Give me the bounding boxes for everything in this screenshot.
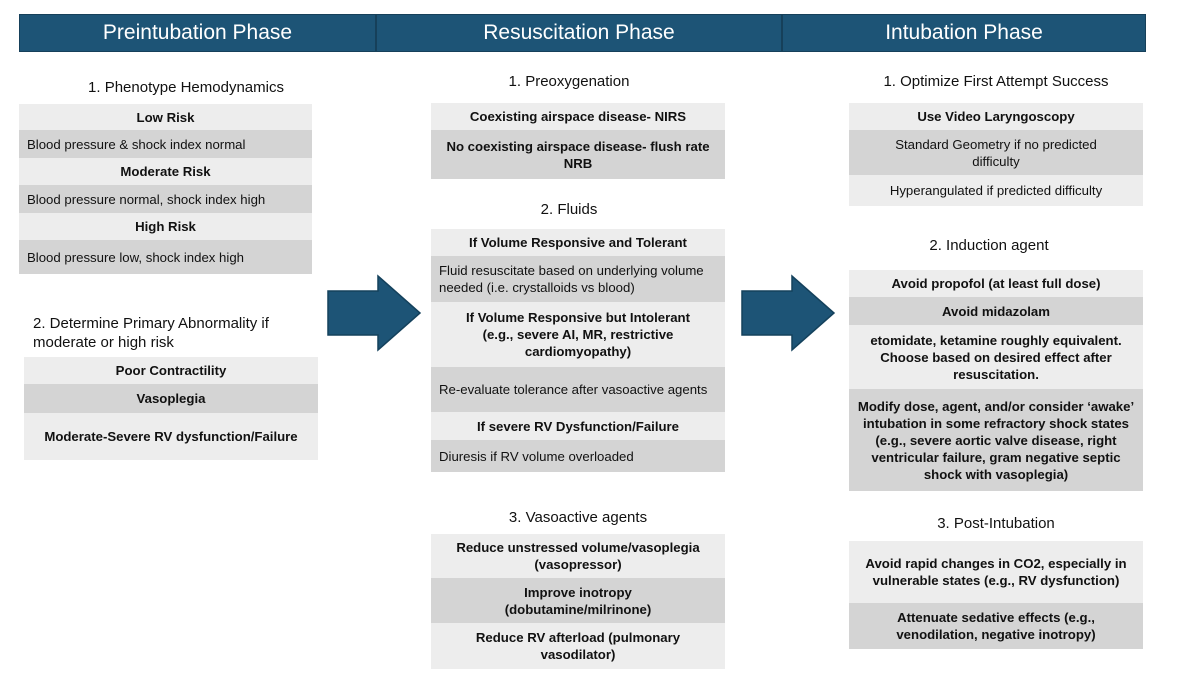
section-phenotype-hemodynamics-title: 1. Phenotype Hemodynamics bbox=[88, 79, 284, 96]
optimize-video-laryngoscopy: Use Video Laryngoscopy bbox=[849, 103, 1143, 130]
abnormality-poor-contractility: Poor Contractility bbox=[24, 357, 318, 384]
section-post-intubation-title: 3. Post-Intubation bbox=[937, 515, 1055, 532]
section-first-attempt-success-title: 1. Optimize First Attempt Success bbox=[883, 73, 1109, 90]
post-intubation-co2: Avoid rapid changes in CO2, especially i… bbox=[849, 541, 1143, 603]
low-risk-label: Low Risk bbox=[19, 104, 312, 130]
low-risk-description: Blood pressure & shock index normal bbox=[19, 130, 312, 158]
preox-no-airspace-disease: No coexisting airspace disease- flush ra… bbox=[431, 130, 725, 179]
abnormality-vasoplegia: Vasoplegia bbox=[24, 384, 318, 413]
fluids-responsive-tolerant: If Volume Responsive and Tolerant bbox=[431, 229, 725, 256]
high-risk-description: Blood pressure low, shock index high bbox=[19, 240, 312, 274]
post-intubation-sedative-effects: Attenuate sedative effects (e.g., venodi… bbox=[849, 603, 1143, 649]
moderate-risk-label: Moderate Risk bbox=[19, 158, 312, 185]
optimize-standard-geometry: Standard Geometry if no predicted diffic… bbox=[849, 130, 1143, 175]
vasoactive-inotropy: Improve inotropy (dobutamine/milrinone) bbox=[431, 578, 725, 623]
section-vasoactive-agents-title: 3. Vasoactive agents bbox=[508, 509, 648, 526]
section-primary-abnormality-title: 2. Determine Primary Abnormality if mode… bbox=[33, 315, 269, 351]
fluids-responsive-intolerant: If Volume Responsive but Intolerant (e.g… bbox=[431, 302, 725, 367]
preox-airspace-disease: Coexisting airspace disease- NIRS bbox=[431, 103, 725, 130]
section-induction-agent-title: 2. Induction agent bbox=[929, 237, 1049, 254]
moderate-risk-description: Blood pressure normal, shock index high bbox=[19, 185, 312, 213]
fluids-rv-dysfunction: If severe RV Dysfunction/Failure bbox=[431, 412, 725, 440]
vasoactive-rv-afterload: Reduce RV afterload (pulmonary vasodilat… bbox=[431, 623, 725, 669]
induction-avoid-midazolam: Avoid midazolam bbox=[849, 297, 1143, 325]
right-arrow-icon bbox=[327, 274, 422, 352]
header-intubation-phase: Intubation Phase bbox=[782, 14, 1146, 52]
induction-avoid-propofol: Avoid propofol (at least full dose) bbox=[849, 270, 1143, 297]
high-risk-label: High Risk bbox=[19, 213, 312, 240]
right-arrow-icon bbox=[741, 274, 836, 352]
fluids-responsive-intolerant-description: Re-evaluate tolerance after vasoactive a… bbox=[431, 367, 725, 412]
section-fluids-title: 2. Fluids bbox=[540, 201, 598, 218]
induction-modify-dose: Modify dose, agent, and/or consider ‘awa… bbox=[849, 389, 1143, 491]
vasoactive-vasopressor: Reduce unstressed volume/vasoplegia (vas… bbox=[431, 534, 725, 578]
induction-etomidate-ketamine: etomidate, ketamine roughly equivalent. … bbox=[849, 325, 1143, 389]
optimize-hyperangulated: Hyperangulated if predicted difficulty bbox=[849, 175, 1143, 206]
abnormality-rv-dysfunction: Moderate-Severe RV dysfunction/Failure bbox=[24, 413, 318, 460]
header-resuscitation-phase: Resuscitation Phase bbox=[376, 14, 782, 52]
fluids-responsive-tolerant-description: Fluid resuscitate based on underlying vo… bbox=[431, 256, 725, 302]
fluids-rv-dysfunction-description: Diuresis if RV volume overloaded bbox=[431, 440, 725, 472]
header-preintubation-phase: Preintubation Phase bbox=[19, 14, 376, 52]
section-preoxygenation-title: 1. Preoxygenation bbox=[508, 73, 630, 90]
